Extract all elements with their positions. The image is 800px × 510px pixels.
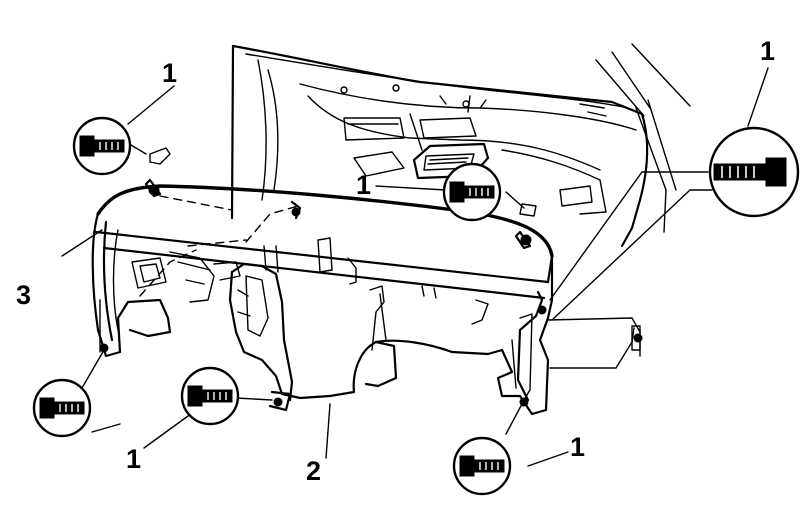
bolt-detail-bottom-left <box>32 378 92 438</box>
windshield-cowl-panel <box>230 43 691 248</box>
bolt-detail-top-left <box>72 116 132 176</box>
callout-1-bottom-right: 1 <box>570 432 586 462</box>
callout-1-bottom-left: 1 <box>126 444 142 474</box>
leader-lines <box>61 67 769 467</box>
mounting-bolt-locations <box>99 147 643 407</box>
hidden-lines <box>139 195 299 297</box>
instrument-panel-carrier <box>91 184 641 416</box>
callout-3-left: 3 <box>16 280 32 310</box>
callout-2-bottom: 2 <box>306 456 322 486</box>
bolt-detail-bottom-center <box>180 366 240 426</box>
callout-1-top-left: 1 <box>162 58 178 88</box>
bolt-detail-top-right <box>708 126 800 218</box>
callout-1-center: 1 <box>356 170 372 200</box>
bolt-detail-center <box>442 162 502 222</box>
callout-1-top-right: 1 <box>760 36 776 66</box>
bolt-detail-bottom-right <box>452 436 512 496</box>
